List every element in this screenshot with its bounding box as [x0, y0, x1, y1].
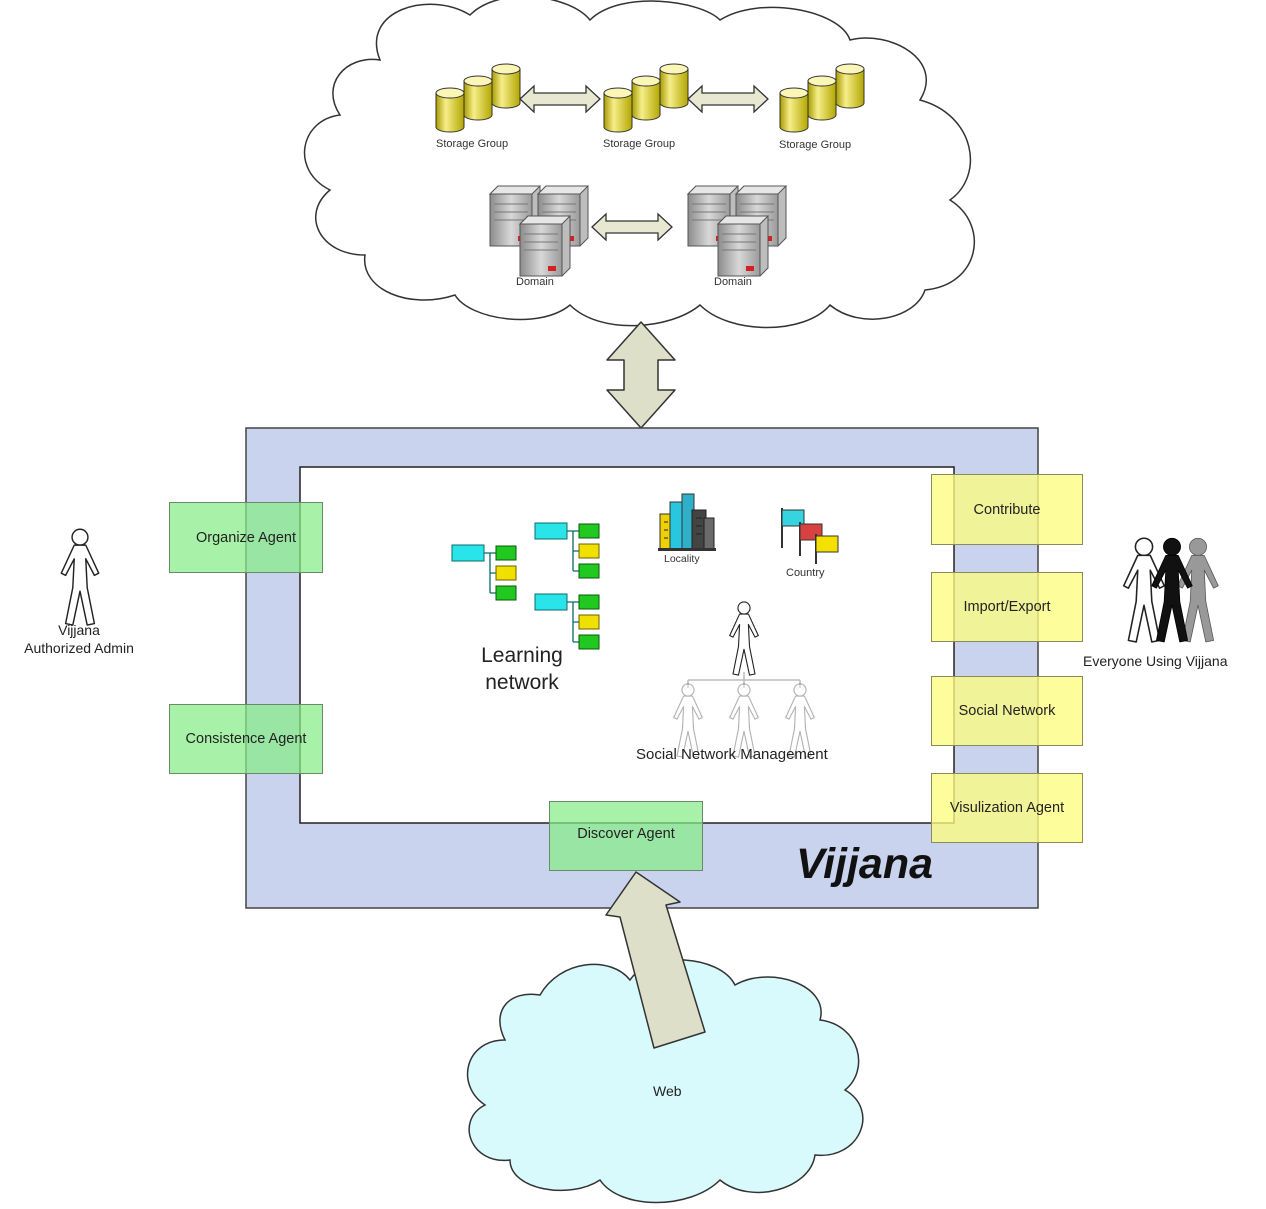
everyone-people-icon	[1122, 537, 1219, 643]
storage-group-label: Storage Group	[779, 139, 852, 151]
learning-network-line1: Learning	[481, 644, 563, 667]
organize-agent-box: Organize Agent	[169, 502, 323, 573]
admin-label-line1: Vijjana	[58, 622, 100, 638]
consistence-agent-box: Consistence Agent	[169, 704, 323, 774]
country-icon	[781, 508, 839, 564]
locality-icon	[658, 493, 716, 551]
admin-label-line2: Authorized Admin	[24, 640, 134, 656]
storage-group-label: Storage Group	[436, 138, 509, 150]
learning-network-line2: network	[485, 671, 559, 694]
web-cloud	[466, 959, 864, 1204]
learning-network-label: Learning network	[460, 642, 584, 696]
discover-arrow	[605, 871, 706, 1049]
social-network-box: Social Network	[931, 676, 1083, 746]
datacenter-cloud	[303, 0, 975, 329]
contribute-box: Contribute	[931, 474, 1083, 545]
import-export-box: Import/Export	[931, 572, 1083, 642]
domain-label: Domain	[516, 276, 554, 288]
domain-label: Domain	[714, 276, 752, 288]
vijjana-inner-panel	[299, 466, 955, 824]
web-label: Web	[653, 1083, 682, 1099]
admin-label: Vijjana Authorized Admin	[6, 621, 152, 657]
locality-label: Locality	[664, 553, 700, 565]
vijjana-title: Vijjana	[796, 840, 934, 888]
discover-agent-box: Discover Agent	[549, 801, 703, 871]
vertical-double-arrow	[606, 321, 676, 429]
admin-person-icon	[60, 528, 100, 626]
everyone-label: Everyone Using Vijjana	[1083, 653, 1228, 669]
storage-group-label: Storage Group	[603, 138, 676, 150]
visulization-agent-box: Visulization Agent	[931, 773, 1083, 843]
social-network-management-label: Social Network Management	[636, 746, 828, 763]
country-label: Country	[786, 567, 825, 579]
